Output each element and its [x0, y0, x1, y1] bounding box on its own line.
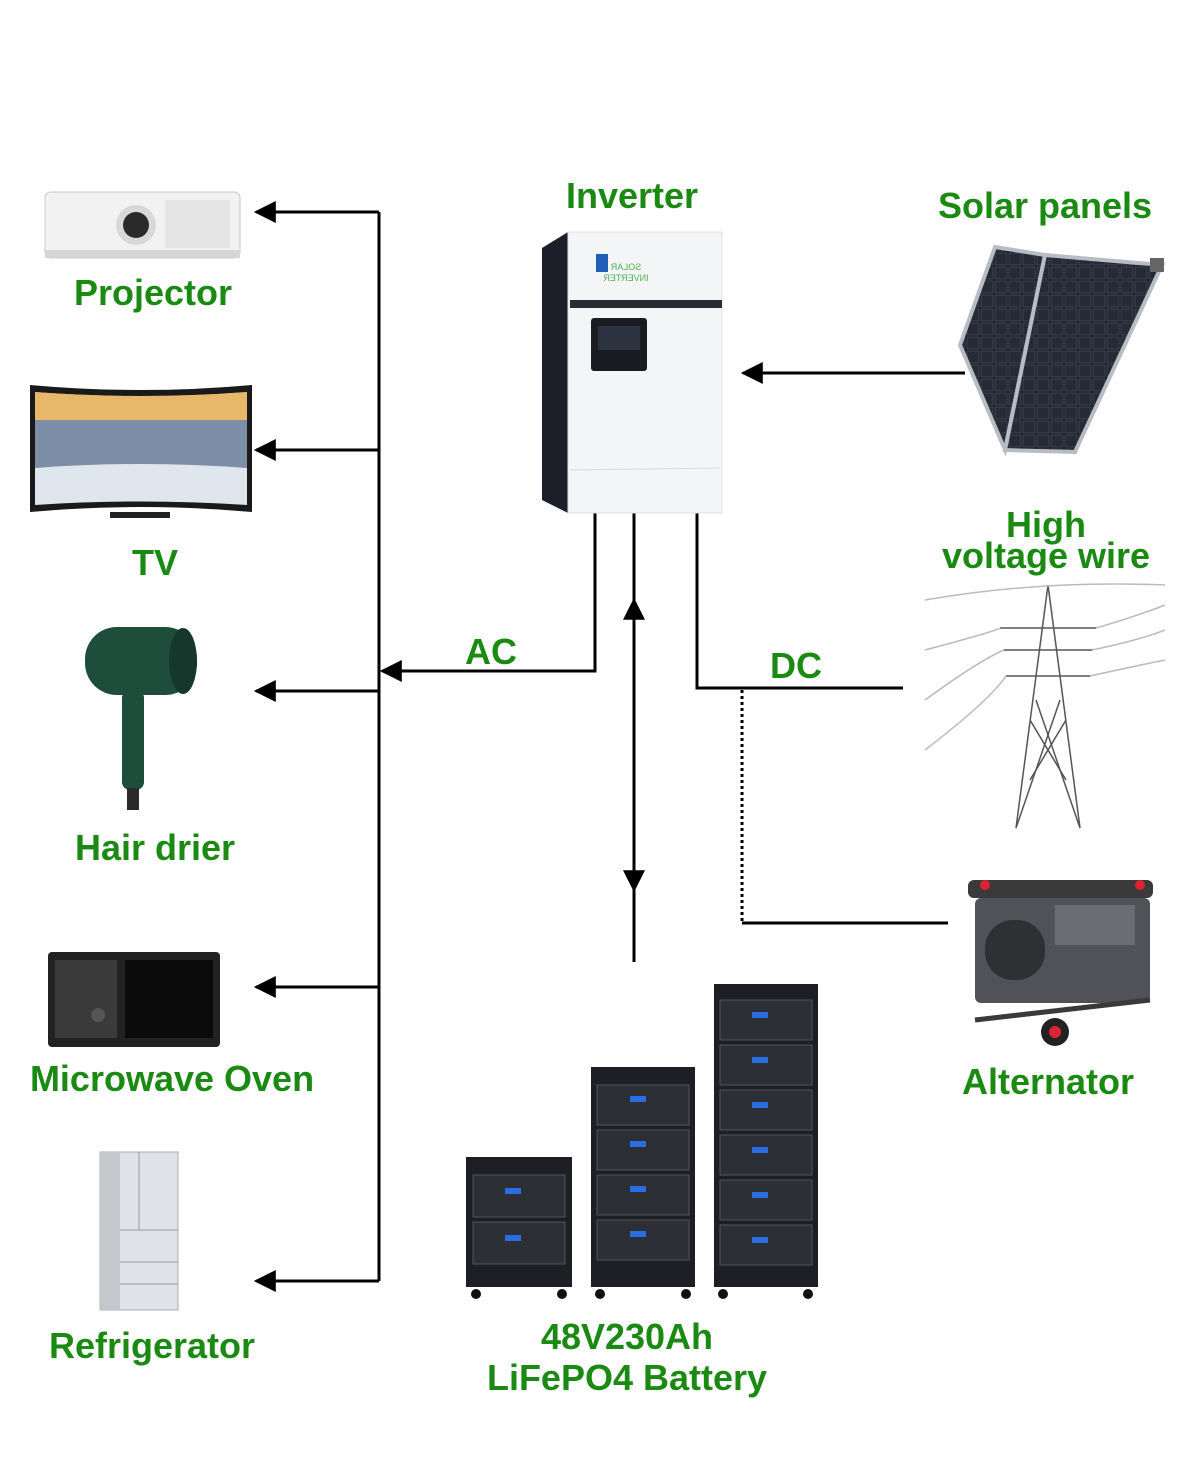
inverter-logo-text-1: SOLAR: [610, 262, 641, 272]
tv-image: [30, 385, 252, 518]
microwave-image: [48, 952, 220, 1047]
inverter-image: SOLAR INVERTER: [542, 231, 723, 514]
battery-rack-small: [466, 1157, 572, 1299]
dc-label: DC: [770, 645, 822, 686]
load-label-hair-drier: Hair drier: [75, 827, 235, 868]
hair-drier-image: [85, 627, 197, 810]
inverter-logo-icon: [596, 254, 608, 272]
refrigerator-image: [99, 1151, 179, 1311]
high-voltage-label-line2: voltage wire: [942, 535, 1150, 576]
load-label-projector: Projector: [74, 272, 232, 313]
solar-panel-image: [957, 244, 1166, 457]
inverter-logo-text-2: INVERTER: [603, 273, 649, 283]
solar-panels-label: Solar panels: [938, 185, 1152, 226]
battery-rack-tall: [714, 984, 818, 1299]
load-label-tv: TV: [132, 542, 178, 583]
load-label-refrigerator: Refrigerator: [49, 1325, 255, 1366]
battery-label-line2: LiFePO4 Battery: [487, 1357, 767, 1398]
ac-bus: [253, 201, 381, 1292]
ac-line: [379, 512, 597, 682]
projector-image: [44, 191, 241, 259]
high-voltage-label-line1: High: [1006, 504, 1086, 545]
alternator-image: [968, 880, 1153, 1046]
dc-line: [695, 492, 948, 925]
load-label-microwave: Microwave Oven: [30, 1058, 314, 1099]
battery-label-line1: 48V230Ah: [541, 1316, 713, 1357]
power-tower-image: [924, 583, 1166, 829]
battery-rack-medium: [591, 1067, 695, 1299]
alternator-label: Alternator: [962, 1061, 1134, 1102]
ac-label: AC: [465, 631, 517, 672]
inverter-label: Inverter: [566, 175, 698, 216]
